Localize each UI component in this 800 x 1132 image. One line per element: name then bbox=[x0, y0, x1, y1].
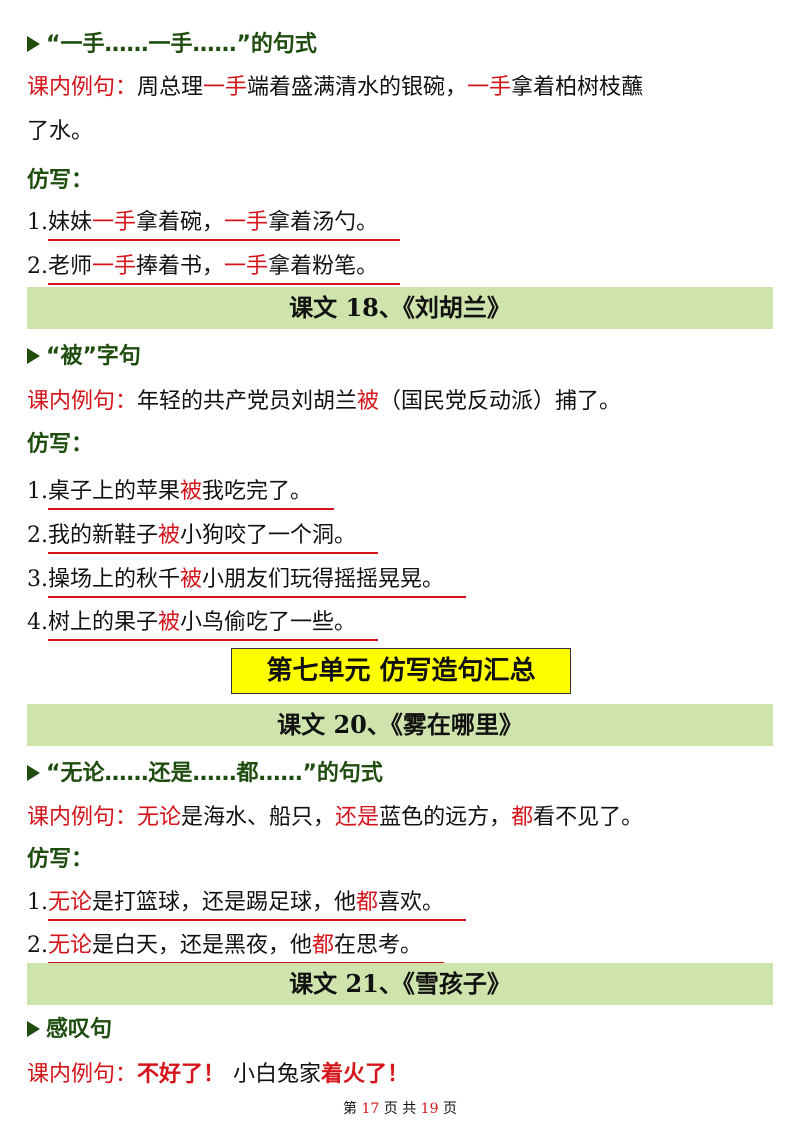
practice-item: 1.无论是打篮球，还是踢足球，他都喜欢。 bbox=[27, 889, 467, 921]
answer-underline bbox=[48, 596, 467, 598]
practice-label: 仿写： bbox=[27, 168, 94, 193]
practice-item: 2.老师一手捧着书，一手拿着粉笔。 bbox=[27, 253, 401, 285]
total-pages: 19 bbox=[420, 1101, 439, 1117]
practice-item: 2.我的新鞋子被小狗咬了一个洞。 bbox=[27, 522, 379, 554]
example-sentence: 课内例句：周总理一手端着盛满清水的银碗，一手拿着柏树枝蘸 bbox=[27, 75, 644, 100]
arrow-bullet-icon bbox=[27, 765, 40, 781]
section-title-wulun: “无论……还是……都……”的句式 bbox=[27, 760, 383, 788]
page-footer: 第 17 页 共 19 页 bbox=[343, 1101, 457, 1117]
answer-underline bbox=[48, 919, 467, 921]
example-sentence: 课内例句：不好了！小白兔家着火了！ bbox=[27, 1061, 410, 1087]
unit-heading: 第七单元 仿写造句汇总 bbox=[231, 648, 571, 694]
current-page: 17 bbox=[361, 1101, 380, 1117]
practice-item: 4.树上的果子被小鸟偷吃了一些。 bbox=[27, 609, 379, 641]
answer-underline bbox=[48, 239, 401, 241]
answer-underline bbox=[48, 552, 379, 554]
lesson-band-18: 课文 18、《刘胡兰》 bbox=[27, 287, 773, 329]
lesson-band-20: 课文 20、《雾在哪里》 bbox=[27, 704, 773, 746]
answer-underline bbox=[48, 639, 379, 641]
example-sentence: 课内例句：无论是海水、船只，还是蓝色的远方，都看不见了。 bbox=[27, 805, 644, 830]
practice-label: 仿写： bbox=[27, 432, 94, 457]
practice-item: 3.操场上的秋千被小朋友们玩得摇摇晃晃。 bbox=[27, 566, 467, 598]
arrow-bullet-icon bbox=[27, 36, 40, 52]
section-title-bei: “被”字句 bbox=[27, 343, 141, 371]
answer-underline bbox=[48, 508, 335, 510]
section-title-yishou: “一手……一手……”的句式 bbox=[27, 31, 317, 59]
practice-item: 2.无论是白天，还是黑夜，他都在思考。 bbox=[27, 932, 445, 964]
arrow-bullet-icon bbox=[27, 348, 40, 364]
arrow-bullet-icon bbox=[27, 1021, 40, 1037]
lesson-band-21: 课文 21、《雪孩子》 bbox=[27, 963, 773, 1005]
practice-label: 仿写： bbox=[27, 847, 94, 872]
practice-item: 1.桌子上的苹果被我吃完了。 bbox=[27, 478, 335, 510]
section-title-exclamation: 感叹句 bbox=[27, 1016, 112, 1044]
answer-underline bbox=[48, 283, 401, 285]
example-sentence-cont: 了水。 bbox=[27, 119, 94, 144]
practice-item: 1.妹妹一手拿着碗，一手拿着汤勺。 bbox=[27, 209, 401, 241]
example-sentence: 课内例句：年轻的共产党员刘胡兰被（国民党反动派）捕了。 bbox=[27, 389, 622, 414]
